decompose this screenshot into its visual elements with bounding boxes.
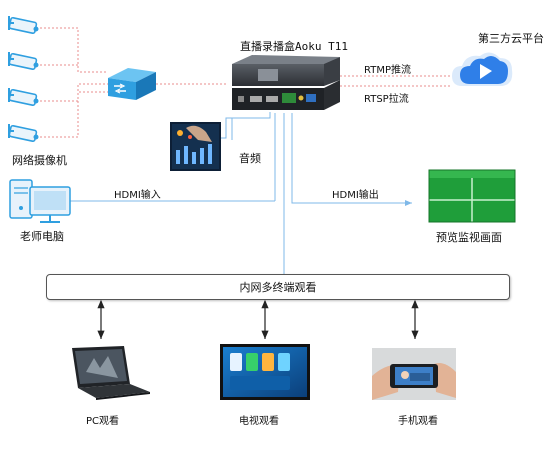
intranet-multi-terminal-bar: 内网多终端观看: [46, 274, 510, 300]
rtsp-label: RTSP拉流: [364, 94, 409, 105]
tv-view-label: 电视观看: [239, 416, 279, 427]
device-title: 直播录播盒Aoku T11: [240, 40, 348, 53]
teacher-computer-icon: [9, 179, 71, 223]
audio-link: [221, 112, 271, 139]
audio-mixer-image: [170, 122, 221, 171]
phone-in-hands-image: [372, 348, 456, 400]
cameras-label: 网络摄像机: [12, 154, 67, 167]
network-switch-icon: [108, 68, 156, 100]
audio-label: 音频: [239, 152, 261, 165]
pc-view-label: PC观看: [86, 416, 120, 427]
cloud-icon: [452, 52, 513, 86]
camera-icon: [8, 52, 39, 70]
preview-monitor-icon: [428, 169, 516, 223]
cloud-platform-label: 第三方云平台: [478, 32, 544, 45]
rtmp-label: RTMP推流: [364, 65, 411, 76]
tv-icon: [220, 344, 310, 400]
camera-icon: [8, 16, 39, 34]
intranet-bar-label: 内网多终端观看: [239, 281, 317, 294]
recording-box-device: [232, 55, 340, 110]
hdmi-out-label: HDMI输出: [332, 190, 379, 201]
teacher-pc-label: 老师电脑: [20, 230, 64, 243]
camera-icon: [8, 124, 39, 142]
camera-icon: [8, 88, 39, 106]
laptop-icon: [72, 346, 150, 400]
camera-links: [40, 27, 108, 138]
preview-label: 预览监视画面: [436, 231, 502, 244]
phone-view-label: 手机观看: [398, 416, 438, 427]
hdmi-in-label: HDMI输入: [114, 190, 161, 201]
hdmi-out-line: [291, 113, 412, 206]
